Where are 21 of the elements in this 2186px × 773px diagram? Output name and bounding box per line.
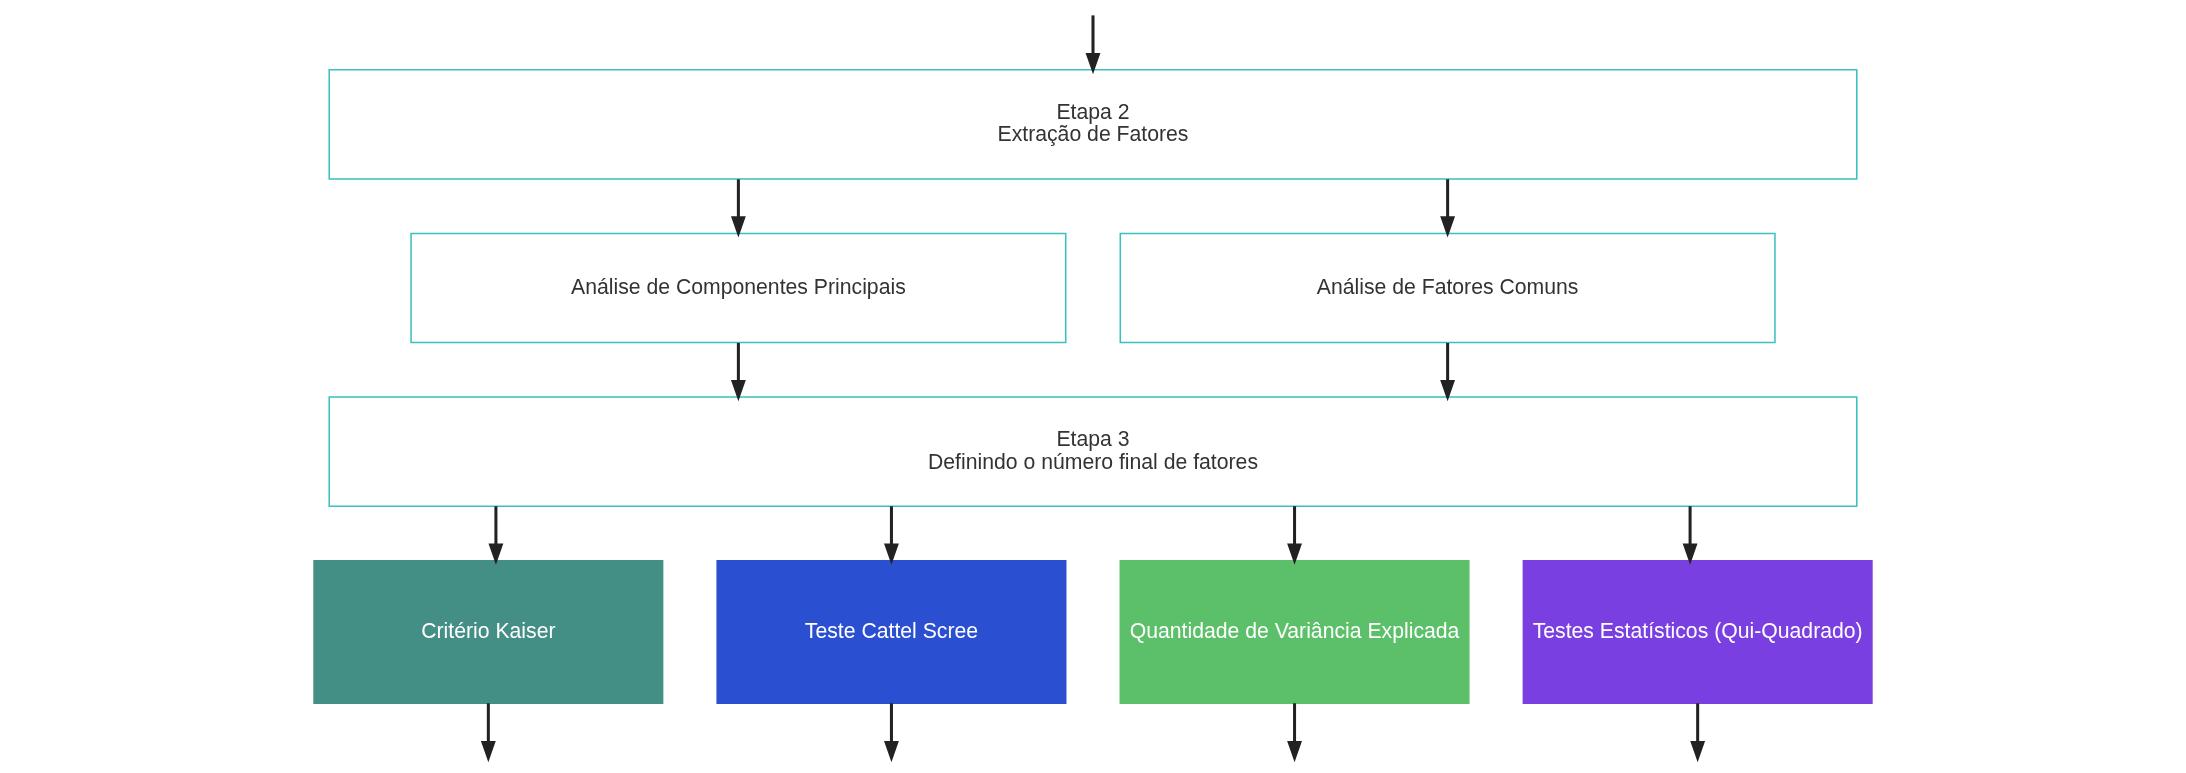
arrow <box>884 506 899 565</box>
node-box: Análise de Componentes Principais <box>410 232 1067 344</box>
node-box: Etapa 3 Definindo o número final de fatores <box>328 396 1858 507</box>
arrow <box>730 179 746 238</box>
node-box: Teste Cattel Scree <box>716 560 1067 704</box>
node-box: Testes Estatísticos (Qui-Quadrado) <box>1522 560 1873 704</box>
arrow <box>1440 342 1456 402</box>
arrow <box>1085 15 1101 75</box>
arrow <box>884 703 899 763</box>
arrow <box>1682 506 1698 565</box>
node-box: Análise de Fatores Comuns <box>1119 232 1776 344</box>
arrow <box>1440 179 1456 238</box>
arrow <box>1287 506 1302 565</box>
node-box: Critério Kaiser <box>313 560 664 704</box>
arrow <box>730 342 746 402</box>
arrow <box>480 703 496 763</box>
arrow <box>1690 703 1706 763</box>
node-box: Quantidade de Variância Explicada <box>1119 560 1470 704</box>
arrow <box>1287 703 1302 763</box>
arrow <box>488 506 504 565</box>
node-box: Etapa 2 Extração de Fatores <box>328 69 1858 180</box>
